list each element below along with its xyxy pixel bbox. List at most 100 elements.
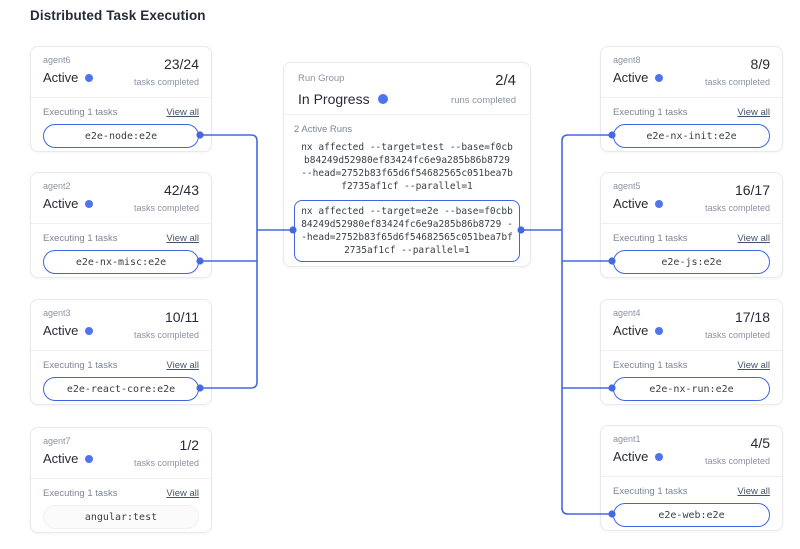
agent-card-header: agent5 Active 16/17 tasks completed (601, 173, 782, 223)
executing-label: Executing 1 tasks (43, 359, 118, 371)
tasks-count: 1/2 (179, 437, 199, 453)
agent-card-header: agent4 Active 17/18 tasks completed (601, 300, 782, 350)
view-all-link[interactable]: View all (737, 359, 770, 371)
runs-count: 2/4 (495, 72, 516, 89)
agent-name: agent5 (613, 181, 641, 191)
agent-status-label: Active (43, 323, 79, 338)
view-all-link[interactable]: View all (166, 232, 199, 244)
agent-card-agent2: agent2 Active 42/43 tasks completed Exec… (30, 172, 212, 278)
run-group-status-label: In Progress (298, 91, 370, 107)
active-status-dot-icon (655, 74, 664, 82)
agent-name: agent3 (43, 308, 71, 318)
agent-card-agent1: agent1 Active 4/5 tasks completed Execut… (600, 425, 783, 531)
task-pill[interactable]: e2e-react-core:e2e (43, 377, 199, 401)
run-group-label: Run Group (298, 73, 345, 84)
active-runs-label: 2 Active Runs (294, 124, 353, 135)
view-all-link[interactable]: View all (737, 232, 770, 244)
executing-label: Executing 1 tasks (43, 232, 118, 244)
card-divider (31, 223, 211, 224)
task-pill[interactable]: e2e-nx-run:e2e (613, 377, 770, 401)
run-group-card: Run Group In Progress 2/4 runs completed… (283, 62, 531, 267)
tasks-count-label: tasks completed (704, 77, 770, 87)
run-group-header: Run Group In Progress 2/4 runs completed (284, 63, 530, 114)
agent-card-header: agent2 Active 42/43 tasks completed (31, 173, 211, 223)
agent-status-label: Active (43, 451, 79, 466)
card-divider (31, 97, 211, 98)
card-divider (284, 114, 530, 115)
tasks-count: 10/11 (165, 309, 199, 325)
tasks-count: 42/43 (163, 182, 199, 198)
agent-status-label: Active (613, 196, 649, 211)
active-status-dot-icon (655, 200, 664, 208)
tasks-count: 4/5 (750, 435, 770, 451)
executing-label: Executing 1 tasks (613, 232, 688, 244)
card-divider (601, 223, 782, 224)
agent-name: agent8 (613, 55, 641, 65)
active-status-dot-icon (85, 200, 94, 208)
run-command-highlighted[interactable]: nx affected --target=e2e --base=f0cbb842… (294, 200, 520, 262)
agent-card-header: agent3 Active 10/11 tasks completed (31, 300, 211, 350)
card-divider (601, 476, 782, 477)
active-status-dot-icon (85, 327, 94, 335)
agent-status-label: Active (43, 70, 79, 85)
agent-card-agent7: agent7 Active 1/2 tasks completed Execut… (30, 427, 212, 533)
view-all-link[interactable]: View all (166, 487, 199, 499)
tasks-count-label: tasks completed (133, 203, 199, 213)
executing-label: Executing 1 tasks (613, 359, 688, 371)
active-status-dot-icon (655, 327, 664, 335)
agent-card-agent8: agent8 Active 8/9 tasks completed Execut… (600, 46, 783, 152)
agent-card-header: agent6 Active 23/24 tasks completed (31, 47, 211, 97)
agent-name: agent4 (613, 308, 641, 318)
agent-card-header: agent8 Active 8/9 tasks completed (601, 47, 782, 97)
active-status-dot-icon (85, 455, 94, 463)
agent-status-label: Active (613, 323, 649, 338)
task-pill[interactable]: e2e-nx-init:e2e (613, 124, 770, 148)
page-title: Distributed Task Execution (30, 8, 206, 23)
card-divider (31, 478, 211, 479)
tasks-count: 8/9 (750, 56, 770, 72)
task-pill[interactable]: angular:test (43, 505, 199, 529)
tasks-count-label: tasks completed (704, 456, 770, 466)
agent-name: agent6 (43, 55, 71, 65)
view-all-link[interactable]: View all (737, 485, 770, 497)
agent-name: agent2 (43, 181, 71, 191)
task-pill[interactable]: e2e-node:e2e (43, 124, 199, 148)
executing-label: Executing 1 tasks (43, 487, 118, 499)
tasks-count: 16/17 (734, 182, 770, 198)
task-pill[interactable]: e2e-nx-misc:e2e (43, 250, 199, 274)
tasks-count: 17/18 (734, 309, 770, 325)
view-all-link[interactable]: View all (737, 106, 770, 118)
card-divider (31, 350, 211, 351)
agent-card-header: agent7 Active 1/2 tasks completed (31, 428, 211, 478)
agent-card-agent5: agent5 Active 16/17 tasks completed Exec… (600, 172, 783, 278)
agent-card-header: agent1 Active 4/5 tasks completed (601, 426, 782, 476)
tasks-count-label: tasks completed (133, 458, 199, 468)
in-progress-dot-icon (377, 94, 388, 104)
tasks-count-label: tasks completed (133, 330, 199, 340)
tasks-count-label: tasks completed (704, 330, 770, 340)
card-divider (601, 97, 782, 98)
tasks-count-label: tasks completed (133, 77, 199, 87)
agent-status-label: Active (613, 70, 649, 85)
agent-card-agent3: agent3 Active 10/11 tasks completed Exec… (30, 299, 212, 405)
view-all-link[interactable]: View all (166, 106, 199, 118)
agent-status-label: Active (613, 449, 649, 464)
agent-name: agent7 (43, 436, 71, 446)
card-divider (601, 350, 782, 351)
agent-status-label: Active (43, 196, 79, 211)
runs-count-label: runs completed (451, 95, 516, 106)
tasks-count: 23/24 (163, 56, 199, 72)
view-all-link[interactable]: View all (166, 359, 199, 371)
agent-card-agent6: agent6 Active 23/24 tasks completed Exec… (30, 46, 212, 152)
agent-name: agent1 (613, 434, 641, 444)
executing-label: Executing 1 tasks (613, 106, 688, 118)
agent-card-agent4: agent4 Active 17/18 tasks completed Exec… (600, 299, 783, 405)
task-pill[interactable]: e2e-web:e2e (613, 503, 770, 527)
run-command[interactable]: nx affected --target=test --base=f0cbb84… (301, 142, 513, 192)
active-status-dot-icon (85, 74, 94, 82)
executing-label: Executing 1 tasks (43, 106, 118, 118)
executing-label: Executing 1 tasks (613, 485, 688, 497)
tasks-count-label: tasks completed (704, 203, 770, 213)
task-pill[interactable]: e2e-js:e2e (613, 250, 770, 274)
